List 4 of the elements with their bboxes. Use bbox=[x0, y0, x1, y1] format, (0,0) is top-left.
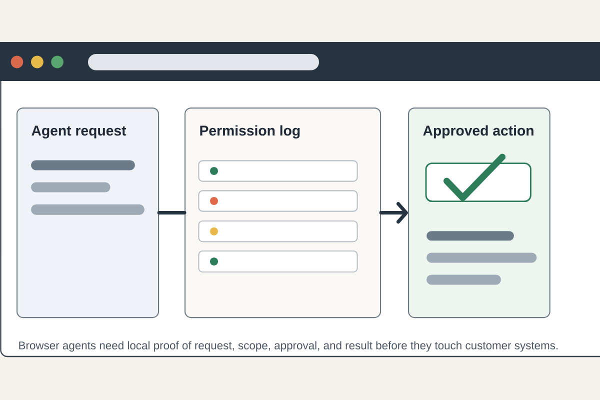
caption: Browser agents need local proof of request, scope, approval, and result before they touch customer systems. bbox=[19, 341, 558, 352]
card: Agent request bbox=[16, 108, 160, 318]
arrow bbox=[379, 202, 408, 224]
connector-line bbox=[157, 211, 186, 215]
